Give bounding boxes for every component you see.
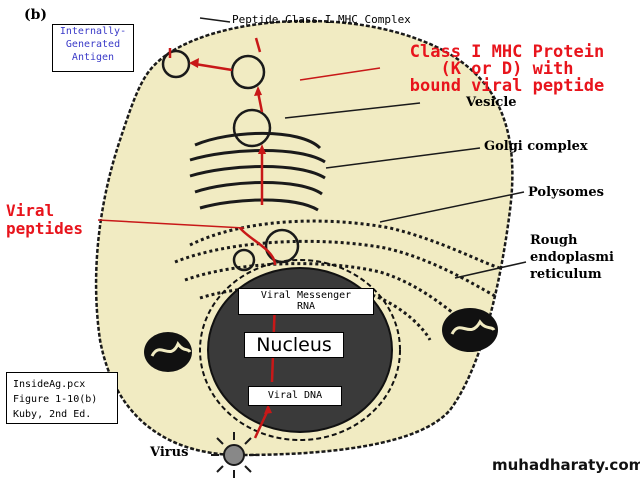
cell-membrane <box>94 19 514 457</box>
internal-antigen-line-2: Generated <box>65 39 121 50</box>
mitochondria <box>144 308 498 372</box>
viral-peptides-line-2: peptides <box>6 219 84 238</box>
leader-lines <box>199 17 527 279</box>
rough-er <box>174 219 501 341</box>
viral-peptides-line-1: Viral <box>6 201 55 220</box>
panel-letter: (b) <box>24 7 48 23</box>
caption-line-2: Figure 1-10(b) <box>13 394 98 405</box>
internal-antigen-line-3: Antigen <box>71 52 115 63</box>
vesicle-label: Vesicle <box>466 95 517 110</box>
virus-label: Virus <box>150 445 189 460</box>
vesicles <box>161 49 300 272</box>
internal-antigen-line-1: Internally- <box>59 26 127 37</box>
viral-mrna-box: Viral Messenger RNA <box>238 288 374 315</box>
leader-lines-red <box>97 67 381 229</box>
caption-line-1: InsideAg.pcx <box>13 379 86 390</box>
rough-er-line-1: Rough <box>530 233 578 248</box>
viral-peptides-label: Viral peptides <box>6 202 83 238</box>
viral-mrna-line-2: RNA <box>296 301 316 312</box>
internal-antigen-box: Internally- Generated Antigen <box>52 24 134 72</box>
viral-dna-box: Viral DNA <box>248 386 342 406</box>
polysomes-label: Polysomes <box>528 185 604 200</box>
nuclear-envelope <box>199 259 401 441</box>
watermark: muhadharaty.com <box>492 456 640 474</box>
rough-er-label: Rough endoplasmi reticulum <box>530 232 614 283</box>
viral-mrna-line-1: Viral Messenger <box>260 290 352 301</box>
rough-er-line-3: reticulum <box>530 267 602 282</box>
class1-mhc-label: Class I MHC Protein (K or D) with bound … <box>382 44 632 95</box>
rough-er-line-2: endoplasmi <box>530 250 614 265</box>
caption-box: InsideAg.pcx Figure 1-10(b) Kuby, 2nd Ed… <box>6 372 118 424</box>
nucleus-label: Nucleus <box>244 332 344 358</box>
golgi-label: Golgi complex <box>484 139 588 154</box>
class1-mhc-line-3: bound viral peptide <box>409 76 605 96</box>
caption-line-3: Kuby, 2nd Ed. <box>13 409 92 420</box>
class1-mhc-line-1: Class I MHC Protein <box>409 42 605 62</box>
peptide-mhc-complex-label: Peptide Class I MHC Complex <box>232 13 411 26</box>
virus-particle <box>211 432 257 478</box>
class1-mhc-line-2: (K or D) with <box>440 59 574 79</box>
